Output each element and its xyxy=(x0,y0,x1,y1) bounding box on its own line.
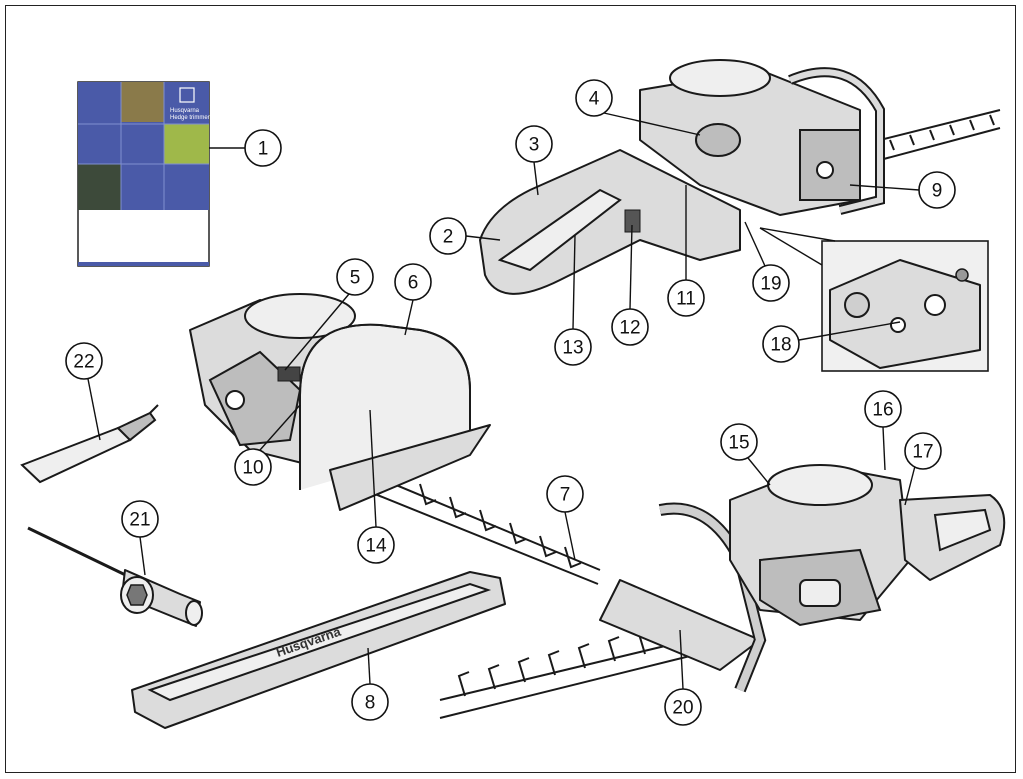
callout-circle xyxy=(611,308,649,346)
grease-tube xyxy=(20,404,159,484)
callout-16: 16 xyxy=(864,390,902,428)
callout-22: 22 xyxy=(65,342,103,380)
callout-number: 17 xyxy=(912,442,933,463)
callout-2: 2 xyxy=(429,217,467,255)
callout-circle xyxy=(762,325,800,363)
callout-21: 21 xyxy=(121,500,159,538)
callout-circle xyxy=(546,475,584,513)
callout-circle xyxy=(234,448,272,486)
callout-number: 14 xyxy=(365,536,387,557)
callout-8: 8 xyxy=(351,683,389,721)
callout-number: 2 xyxy=(443,227,454,248)
callout-circle xyxy=(664,688,702,726)
callout-3: 3 xyxy=(515,125,553,163)
callout-number: 20 xyxy=(672,698,693,719)
callout-number: 12 xyxy=(619,318,640,339)
hedge-trimmer-handle-view xyxy=(479,59,1001,295)
callout-number: 9 xyxy=(932,181,943,202)
callout-1: 1 xyxy=(244,129,282,167)
callout-number: 18 xyxy=(770,335,791,356)
callout-number: 7 xyxy=(560,485,571,506)
callout-number: 11 xyxy=(676,289,696,310)
callout-9: 9 xyxy=(918,171,956,209)
callout-circle xyxy=(394,263,432,301)
callout-20: 20 xyxy=(664,688,702,726)
callout-14: 14 xyxy=(357,526,395,564)
callout-12: 12 xyxy=(611,308,649,346)
blade-guard: Husqvarna xyxy=(131,571,506,729)
manual-subtitle: Hedge trimmer xyxy=(170,115,210,121)
leader-lines xyxy=(87,112,920,690)
callout-circle xyxy=(720,423,758,461)
callout-circle xyxy=(864,390,902,428)
callout-circle xyxy=(65,342,103,380)
callout-circle xyxy=(429,217,467,255)
combination-spanner xyxy=(27,526,203,627)
callout-number: 4 xyxy=(589,89,600,110)
callout-number: 6 xyxy=(408,273,419,294)
callout-number: 3 xyxy=(529,135,540,156)
operators-manual: Husqvarna Hedge trimmer xyxy=(77,81,210,267)
callout-circle xyxy=(918,171,956,209)
callout-15: 15 xyxy=(720,423,758,461)
callout-10: 10 xyxy=(234,448,272,486)
callout-5: 5 xyxy=(336,258,374,296)
callout-11: 11 xyxy=(667,279,705,317)
callout-circle xyxy=(357,526,395,564)
callout-circle xyxy=(515,125,553,163)
callout-number: 16 xyxy=(872,400,893,421)
callout-number: 5 xyxy=(350,268,361,289)
callout-number: 22 xyxy=(73,352,94,373)
callout-number: 19 xyxy=(760,274,781,295)
callout-circle xyxy=(667,279,705,317)
callout-4: 4 xyxy=(575,79,613,117)
callout-circle xyxy=(904,432,942,470)
callout-7: 7 xyxy=(546,475,584,513)
callout-number: 21 xyxy=(129,510,150,531)
callout-number: 13 xyxy=(562,338,583,359)
callout-circle xyxy=(752,264,790,302)
callout-circle xyxy=(351,683,389,721)
callout-number: 15 xyxy=(728,433,749,454)
callout-19: 19 xyxy=(752,264,790,302)
manual-brand: Husqvarna xyxy=(170,108,200,114)
callout-number: 8 xyxy=(365,693,376,714)
callout-17: 17 xyxy=(904,432,942,470)
callout-circle xyxy=(575,79,613,117)
callout-circle xyxy=(121,500,159,538)
callout-18: 18 xyxy=(762,325,800,363)
callout-number: 10 xyxy=(242,458,263,479)
inset-detail xyxy=(759,227,989,372)
callout-circle xyxy=(336,258,374,296)
callout-6: 6 xyxy=(394,263,432,301)
callout-13: 13 xyxy=(554,328,592,366)
hedge-trimmer-front-view xyxy=(439,464,1006,719)
callout-circle xyxy=(554,328,592,366)
callout-number: 1 xyxy=(258,139,269,160)
hedge-trimmer-side-view xyxy=(189,293,601,585)
callout-circle xyxy=(244,129,282,167)
